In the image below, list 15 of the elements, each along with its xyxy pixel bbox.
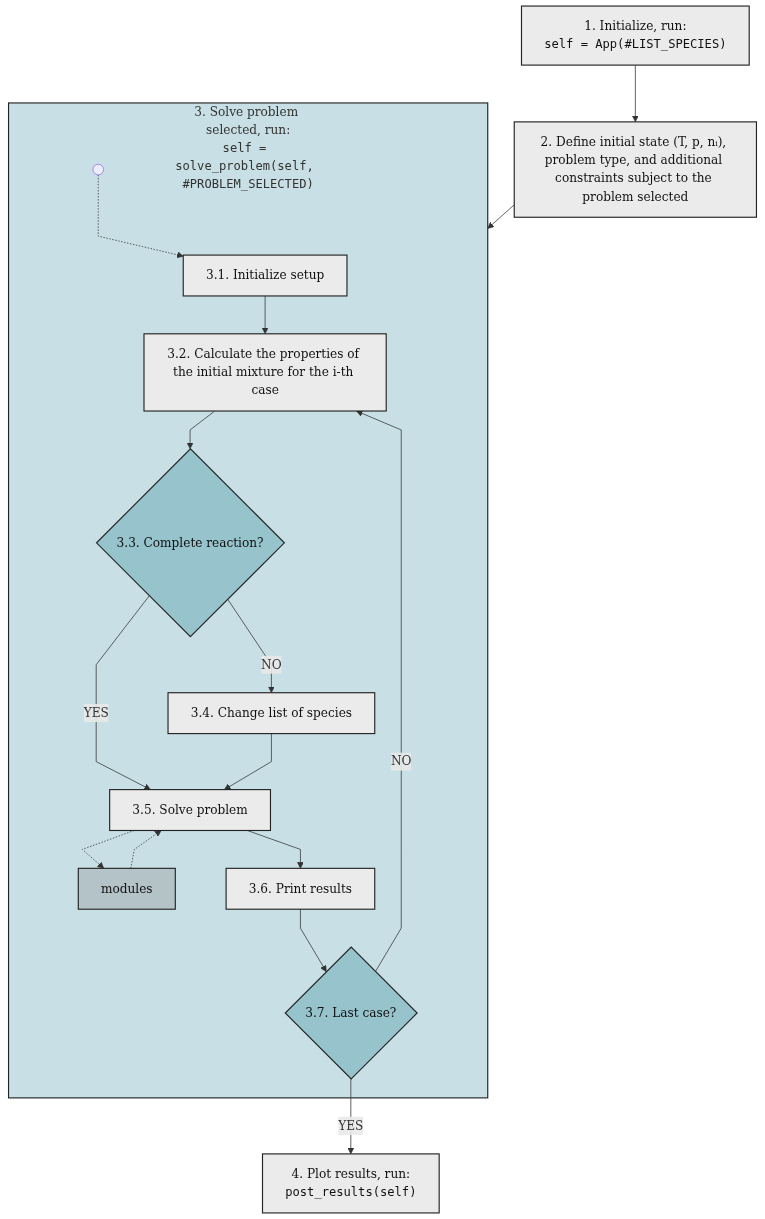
node-diamond: 3.7. Last case? (284, 946, 418, 1080)
node-box: 3.4. Change list of species (167, 692, 376, 735)
edge-label: YES (83, 705, 109, 720)
node-box: modules (77, 867, 176, 910)
node-box: 4. Plot results, run: post_results(self) (261, 1153, 440, 1214)
edge-label: NO (390, 754, 412, 769)
edge-label: YES (338, 1118, 364, 1133)
edge-label: NO (261, 657, 282, 672)
node-box: 3.1. Initialize setup (182, 254, 348, 297)
node-box: 2. Define initial state (T, p, nᵢ), problem type, and additional constraints subject to the problem selected (513, 121, 758, 218)
node-box: 3.2. Calculate the properties of the initial mixture for the i-th case (143, 333, 387, 412)
node-box: 3.5. Solve problem (109, 789, 272, 832)
node-box: 3.6. Print results (225, 867, 376, 910)
node-box: 1. Initialize, run: self = App(#LIST_SPECIES) (520, 5, 750, 66)
node-diamond: 3.3. Complete reaction? (95, 448, 286, 638)
